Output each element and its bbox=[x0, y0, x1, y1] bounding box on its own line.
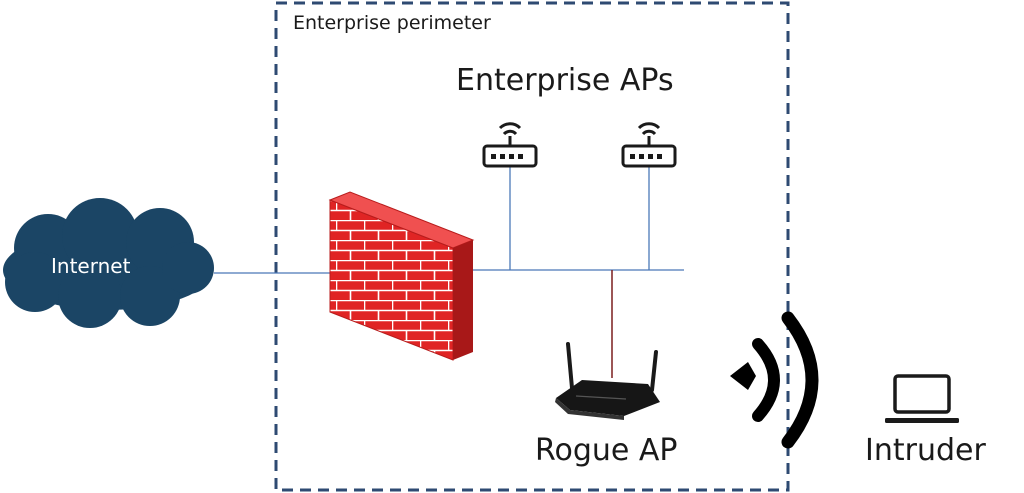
access-point-icon bbox=[482, 122, 538, 168]
enterprise-perimeter-box bbox=[274, 1, 790, 492]
cloud-icon bbox=[3, 198, 214, 328]
router-icon bbox=[555, 342, 660, 420]
wireless-signal-icon bbox=[730, 311, 819, 449]
rogue-ap-label: Rogue AP bbox=[535, 433, 678, 468]
internet-label: Internet bbox=[51, 254, 131, 278]
laptop-icon bbox=[885, 374, 959, 423]
access-point-icon bbox=[621, 122, 677, 168]
intruder-label: Intruder bbox=[865, 433, 986, 468]
enterprise-perimeter-label: Enterprise perimeter bbox=[293, 12, 491, 34]
enterprise-aps-label: Enterprise APs bbox=[456, 63, 674, 98]
network-links bbox=[214, 166, 684, 274]
firewall-icon bbox=[328, 191, 475, 361]
